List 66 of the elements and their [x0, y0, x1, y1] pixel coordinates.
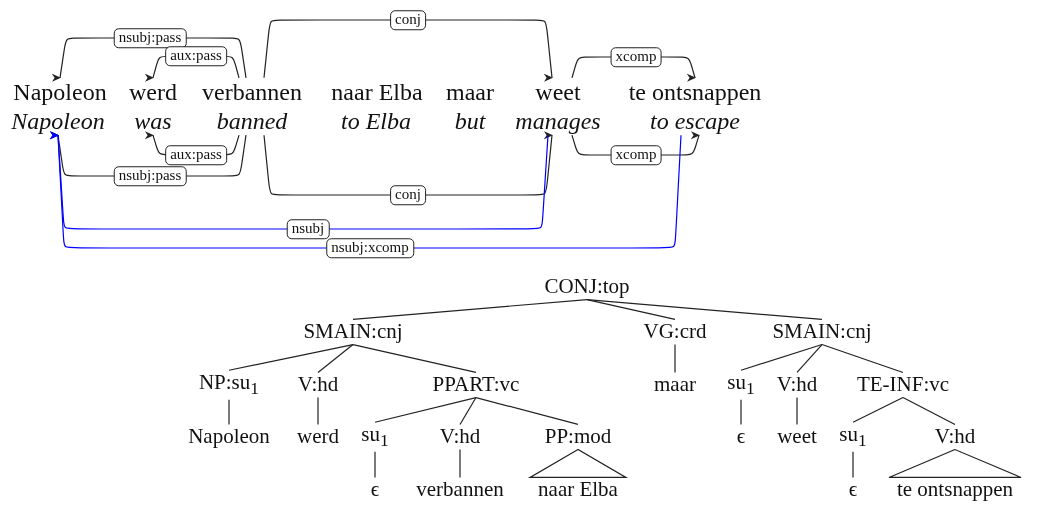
tree-branch [228, 399, 230, 426]
tree-branch [796, 343, 823, 374]
tree-node-label: VG:crd [643, 319, 707, 345]
tree-node-label: su$_{1}$ [727, 370, 755, 400]
gloss-word: was [134, 106, 172, 136]
sentence-word: werd [129, 77, 177, 107]
tree-branch [374, 451, 376, 479]
tree-roof-triangle [888, 448, 1022, 479]
tree-node-label: CONJ:top [544, 274, 630, 300]
gloss-word: to Elba [341, 106, 411, 136]
sentence-word: te ontsnappen [628, 77, 762, 107]
tree-leaf-word: ϵ [370, 477, 380, 503]
tree-branch [352, 298, 588, 321]
sentence-word: verbannen [202, 77, 302, 107]
tree-branch [475, 396, 579, 426]
tree-node-label: V:hd [934, 424, 976, 450]
tree-leaf-word: maar [654, 372, 696, 398]
sentence-word: naar Elba [331, 77, 423, 107]
tree-branch [821, 343, 904, 374]
tree-branch [317, 396, 319, 426]
gloss-word: to escape [650, 106, 740, 136]
gloss-word: but [454, 106, 486, 136]
tree-node-label: NP:su$_{1}$ [198, 370, 260, 400]
tree-node-label: PP:mod [544, 424, 612, 450]
tree-branch [459, 396, 477, 426]
edge-label: conj [390, 10, 426, 30]
tree-node-label: V:hd [776, 372, 818, 398]
tree-leaf-word: ϵ [848, 477, 858, 503]
tree-branch [317, 343, 354, 374]
tree-leaf-word: naar Elba [538, 477, 618, 503]
tree-leaf-word: ϵ [736, 424, 746, 450]
tree-branch [374, 396, 477, 423]
tree-branch [586, 298, 676, 321]
tree-node-label: V:hd [439, 424, 481, 450]
tree-leaf-word: verbannen [416, 477, 504, 503]
tree-node-label: V:hd [297, 372, 339, 398]
gloss-word: banned [216, 106, 288, 136]
tree-branch [852, 396, 904, 423]
tree-branch [796, 396, 798, 426]
tree-branch [674, 343, 676, 374]
tree-node-label: PPART:vc [432, 372, 520, 398]
dependency-arrow [263, 19, 556, 79]
tree-node-label: su$_{1}$ [839, 422, 867, 452]
tree-branch [586, 298, 823, 321]
tree-roof-triangle [527, 448, 629, 479]
tree-branch [228, 343, 354, 371]
tree-branch [852, 451, 854, 479]
tree-leaf-word: Napoleon [188, 424, 270, 450]
tree-node-label: su$_{1}$ [361, 422, 389, 452]
tree-node-label: SMAIN:cnj [303, 319, 403, 345]
tree-leaf-word: werd [297, 424, 339, 450]
sentence-word: Napoleon [13, 77, 107, 107]
tree-node-label: TE-INF:vc [856, 372, 950, 398]
tree-branch [352, 343, 477, 374]
gloss-word: manages [515, 106, 601, 136]
sentence-word: weet [535, 77, 581, 107]
edge-label: xcomp [610, 47, 662, 67]
gloss-word: Napoleon [11, 106, 105, 136]
tree-branch [902, 396, 956, 426]
tree-node-label: SMAIN:cnj [772, 319, 872, 345]
tree-leaf-word: weet [777, 424, 817, 450]
sentence-word: maar [446, 77, 494, 107]
tree-branch [459, 448, 461, 479]
tree-branch [740, 399, 742, 426]
tree-leaf-word: te ontsnappen [896, 477, 1014, 503]
tree-branch [740, 343, 823, 371]
